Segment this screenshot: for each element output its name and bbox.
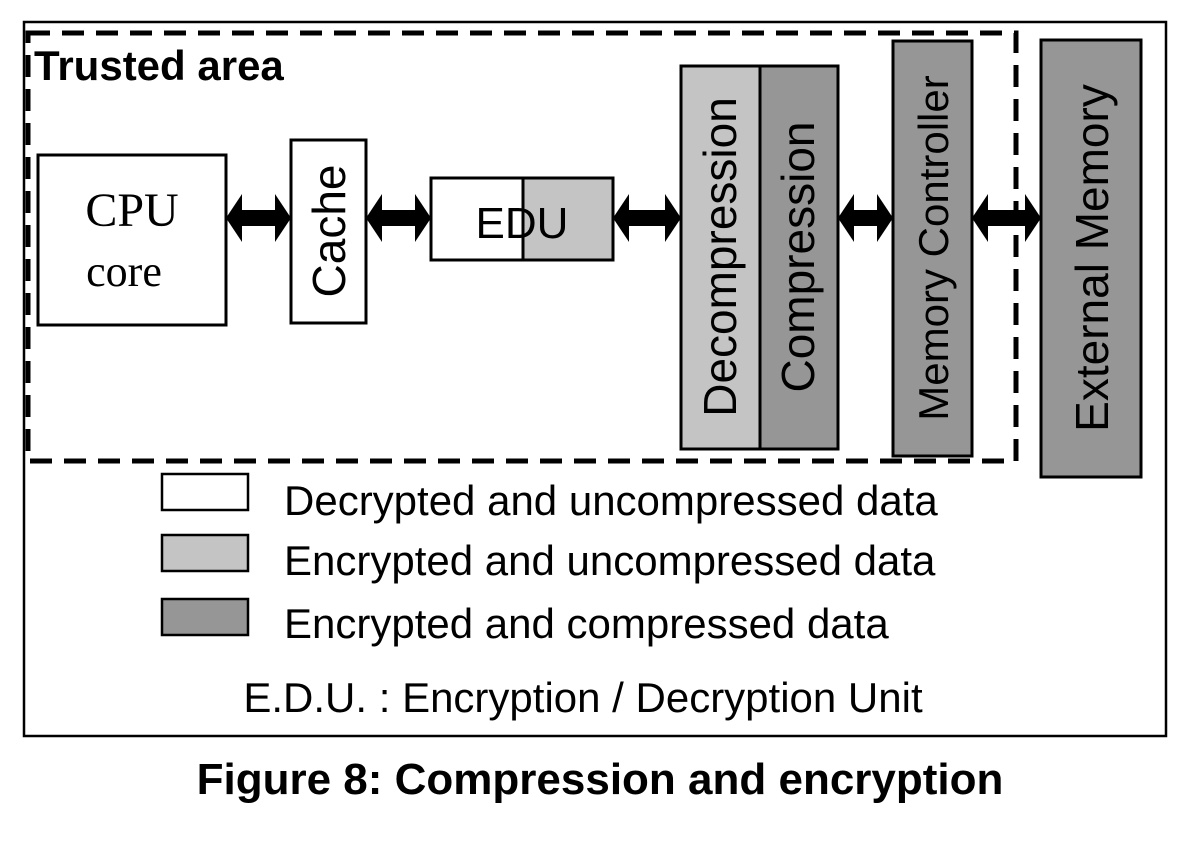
legend-label-decrypted-uncompressed: Decrypted and uncompressed data <box>284 477 938 524</box>
legend-label-encrypted-compressed: Encrypted and compressed data <box>284 600 889 647</box>
legend-swatch-encrypted-compressed <box>160 597 250 637</box>
arrow-compression-memory-controller <box>838 194 893 242</box>
abbreviation-note: E.D.U. : Encryption / Decryption Unit <box>243 674 923 721</box>
arrow-cache-edu <box>366 194 431 242</box>
memory-controller-block <box>891 39 974 458</box>
cache-block <box>289 138 368 325</box>
cache-label: Cache <box>303 165 355 298</box>
trusted-area-boundary <box>25 30 1019 464</box>
legend-label-encrypted-uncompressed: Encrypted and uncompressed data <box>284 537 936 584</box>
cpu-core-label-line1: CPU <box>85 184 178 237</box>
edu-decrypted-half <box>431 178 523 260</box>
arrow-memory-controller-external-memory <box>972 194 1041 242</box>
arrow-edu-decompression <box>613 194 681 242</box>
compression-label: Compression <box>772 122 824 393</box>
trusted-area-label: Trusted area <box>34 42 284 89</box>
decompression-label: Decompression <box>694 97 746 417</box>
cpu-core-label-line2: core <box>86 247 162 296</box>
memory-controller-label: Memory Controller <box>910 75 957 420</box>
external-memory-label: External Memory <box>1066 84 1118 432</box>
legend-swatch-decrypted-uncompressed <box>160 472 250 512</box>
edu-label: EDU <box>476 199 569 248</box>
cpu-core-block <box>36 153 228 327</box>
figure-caption: Figure 8: Compression and encryption <box>196 755 1004 804</box>
arrow-cpu-cache <box>226 194 291 242</box>
external-memory-block <box>1039 38 1143 479</box>
legend-swatch-encrypted-uncompressed <box>160 533 250 573</box>
compression-block <box>758 64 840 451</box>
edu-encrypted-half <box>523 178 613 260</box>
